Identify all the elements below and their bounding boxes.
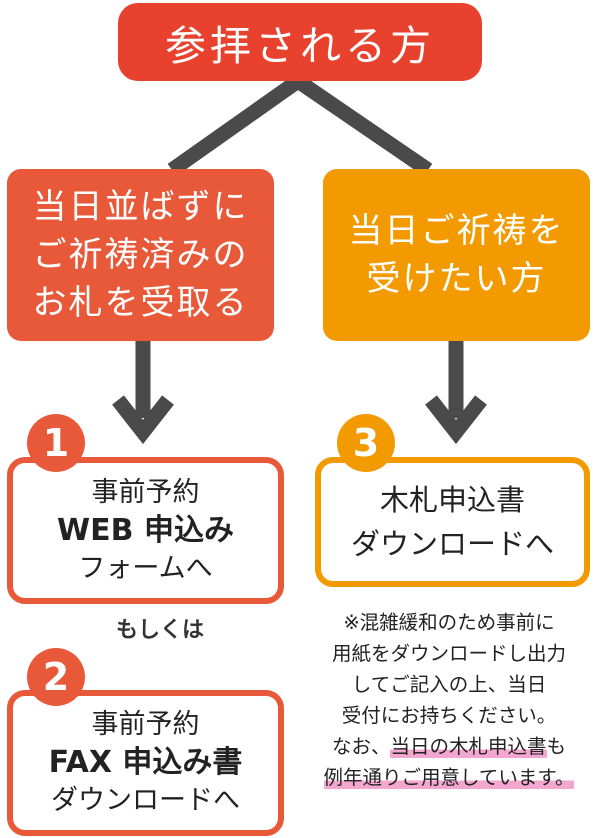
step-3-badge: 3 (337, 414, 395, 472)
fax-form-line-1: 事前予約 (91, 709, 200, 740)
note-line-4: 受付にお持ちください。 (341, 704, 557, 727)
web-form-line-2: WEB 申込み (57, 512, 234, 548)
branch-left-line-3: お札を受取る (32, 283, 249, 323)
wooden-tag-form-download-link[interactable]: 木札申込書 ダウンロードへ (315, 457, 590, 587)
branch-right-line-2: 受けたい方 (366, 259, 547, 299)
branch-same-day-prayer: 当日ご祈祷を 受けたい方 (323, 169, 590, 341)
branch-no-wait-pickup: 当日並ばずに ご祈祷済みの お札を受取る (7, 169, 274, 341)
fax-form-download-link[interactable]: 事前予約 FAX 申込み書 ダウンロードへ (7, 690, 284, 836)
note-line-3: してご記入の上、当日 (351, 673, 547, 696)
left-arrow-head (112, 395, 174, 445)
wooden-tag-line-2: ダウンロードへ (350, 527, 554, 561)
step-2-badge: 2 (27, 648, 85, 706)
note-line-5-prefix: なお、 (331, 735, 391, 758)
visitor-heading-text: 参拝される方 (165, 22, 435, 70)
note-line-2: 用紙をダウンロードし出力 (331, 642, 566, 665)
web-form-line-3: フォームへ (78, 552, 213, 584)
branch-left-line-1: 当日並ばずに (32, 187, 249, 227)
note-highlight-wooden-tag: 当日の木札申込書 (390, 735, 547, 758)
note-highlight-available: 例年通りご用意しています。 (323, 766, 575, 789)
branch-left-line-2: ご祈祷済みの (32, 235, 249, 275)
step-3-number: 3 (352, 421, 380, 465)
congestion-note: ※混雑緩和のため事前に 用紙をダウンロードし出力 してご記入の上、当日 受付にお… (300, 607, 598, 793)
wooden-tag-line-1: 木札申込書 (379, 483, 525, 517)
fax-form-line-3: ダウンロードへ (51, 785, 240, 816)
step-1-number: 1 (42, 421, 70, 465)
step-1-badge: 1 (27, 414, 85, 472)
split-connector (167, 71, 433, 177)
fax-form-line-2: FAX 申込み書 (48, 745, 243, 780)
step-2-number: 2 (42, 655, 70, 699)
visitor-heading: 参拝される方 (118, 3, 482, 81)
note-line-1: ※混雑緩和のため事前に (343, 611, 555, 634)
web-form-line-1: 事前予約 (91, 476, 200, 508)
note-line-5: なお、当日の木札申込書も (300, 731, 598, 762)
branch-right-line-1: 当日ご祈祷を (348, 211, 565, 251)
or-separator: もしくは (115, 618, 204, 643)
note-line-6: 例年通りご用意しています。 (300, 762, 598, 793)
note-line-5-suffix: も (546, 735, 567, 758)
web-form-link[interactable]: 事前予約 WEB 申込み フォームへ (7, 457, 284, 604)
right-arrow-head (425, 395, 487, 445)
